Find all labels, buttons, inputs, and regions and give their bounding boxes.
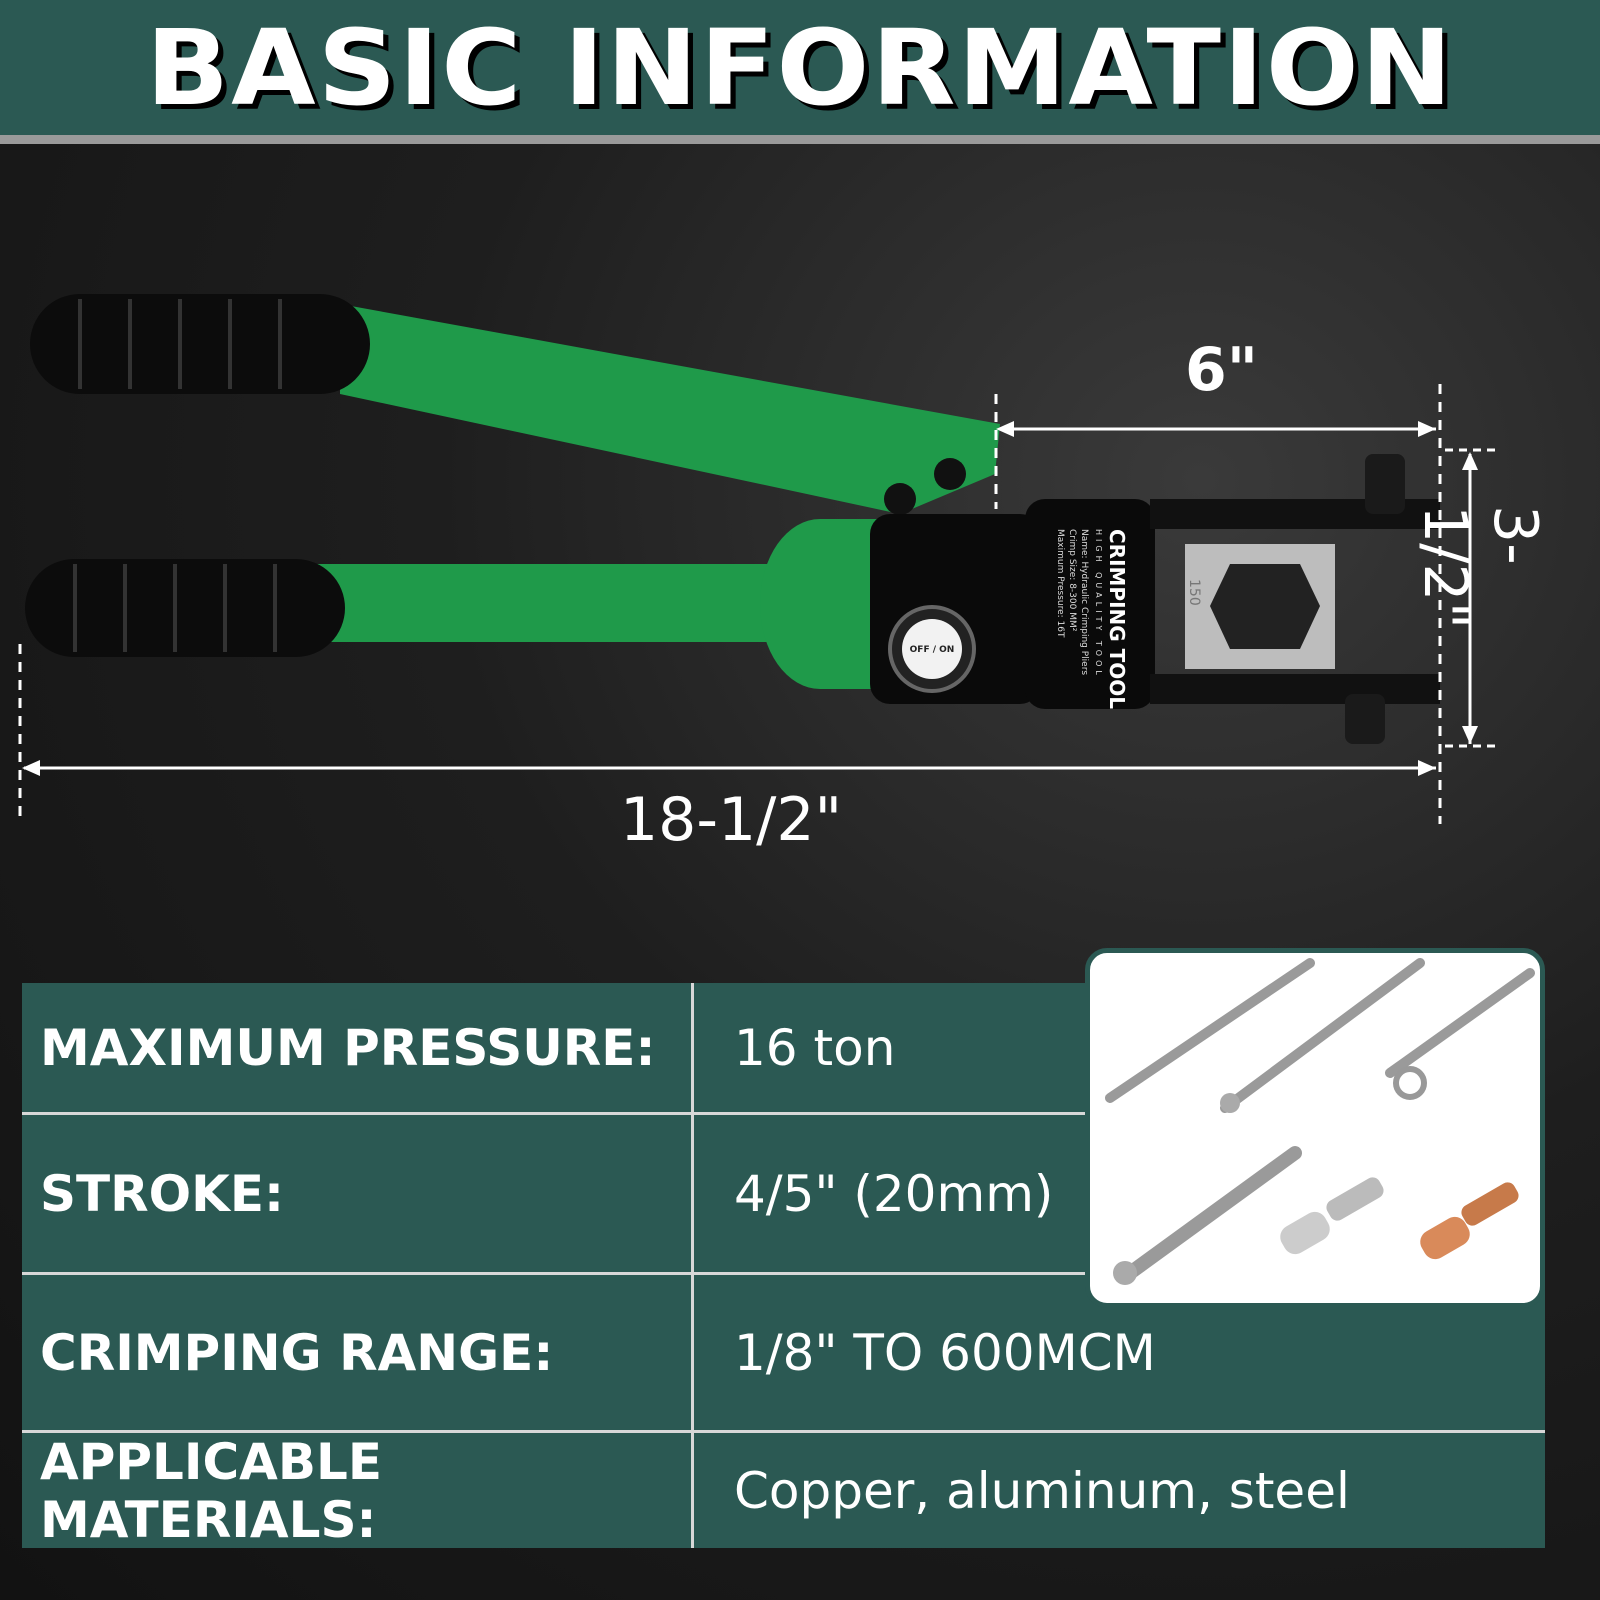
pump-body: OFF / ON 150 <box>870 454 1440 744</box>
applicable-terminals-image <box>1085 948 1545 1308</box>
dimension-arrows <box>22 421 1478 776</box>
spec-label: STROKE: <box>22 1115 694 1272</box>
head-length-label: 6" <box>1185 335 1259 405</box>
spec-label: APPLICABLE MATERIALS: <box>22 1433 694 1549</box>
page-title: BASIC INFORMATION <box>145 6 1455 129</box>
spec-value: 16 ton <box>734 1018 896 1077</box>
spec-label: MAXIMUM PRESSURE: <box>22 983 694 1112</box>
spec-value: 1/8" TO 600MCM <box>734 1323 1156 1382</box>
die-number: 150 <box>1186 579 1202 606</box>
hydraulic-crimping-tool-image: OFF / ON 150 CRIMPING TOOL HIGH QUALITY … <box>18 294 1500 824</box>
table-row: MAXIMUM PRESSURE: 16 ton <box>22 983 1545 1115</box>
divider <box>0 135 1600 144</box>
valve-label: OFF / ON <box>910 645 955 655</box>
aluminum-lug <box>1280 1177 1384 1255</box>
tool-tagline: HIGH QUALITY TOOL <box>1094 529 1103 679</box>
tool-line: Name: Hydraulic Crimping Pliers <box>1079 529 1089 675</box>
tool-line: Maximum Pressure: 16T <box>1055 529 1065 638</box>
dimension-lines <box>18 384 1500 824</box>
table-row: STROKE: 4/5" (20mm) <box>22 1115 1545 1275</box>
turnbuckle-fitting <box>1385 968 1535 1078</box>
threaded-stud <box>1220 958 1425 1113</box>
tool-line: Crimp Size: 8-300 MM² <box>1067 529 1077 632</box>
tool-label: CRIMPING TOOL HIGH QUALITY TOOL Name: Hy… <box>1055 529 1129 709</box>
spec-label: CRIMPING RANGE: <box>22 1275 694 1430</box>
table-row: APPLICABLE MATERIALS: Copper, aluminum, … <box>22 1433 1545 1549</box>
spec-value: Copper, aluminum, steel <box>734 1461 1350 1520</box>
total-length-label: 18-1/2" <box>620 785 843 855</box>
table-row: CRIMPING RANGE: 1/8" TO 600MCM <box>22 1275 1545 1433</box>
upper-handle <box>30 294 1000 515</box>
lag-screw <box>1105 958 1315 1103</box>
swage-stud <box>1123 1146 1302 1280</box>
tool-brand: CRIMPING TOOL <box>1105 529 1129 709</box>
head-height-label: 3-1/2" <box>1410 505 1550 630</box>
lower-handle <box>25 519 890 689</box>
header-banner: BASIC INFORMATION <box>0 0 1600 135</box>
copper-lug <box>1420 1182 1519 1260</box>
spec-value: 4/5" (20mm) <box>734 1164 1054 1223</box>
